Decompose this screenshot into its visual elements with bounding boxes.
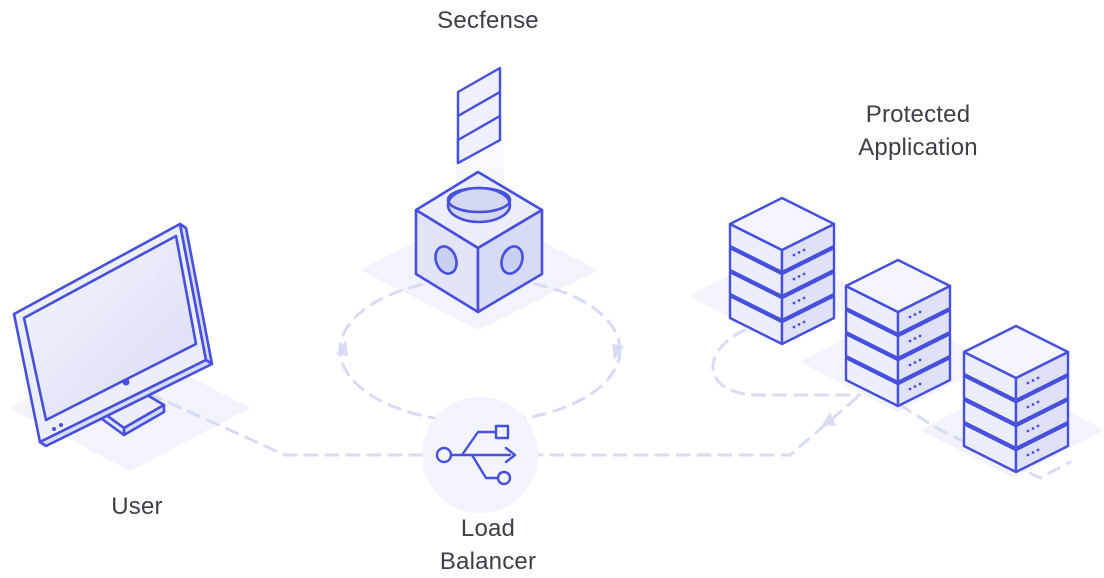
server-led [1036, 448, 1040, 452]
load-balancer-label: Load Balancer [388, 512, 588, 578]
server-led [797, 251, 801, 254]
server-led [802, 272, 806, 276]
arrow-left [336, 340, 348, 356]
cube-top-hole [446, 186, 512, 224]
usb-split-icon [435, 424, 517, 486]
server-led [802, 296, 806, 300]
cube-icon [414, 170, 544, 314]
server-led [1036, 376, 1040, 380]
server-led [908, 363, 912, 367]
server-led [802, 248, 806, 252]
server-led [1036, 400, 1040, 404]
server-led [918, 382, 922, 386]
server-led [1026, 405, 1030, 409]
protected-label-line1: Protected [865, 101, 971, 128]
arrow-right [612, 344, 624, 360]
server-led [802, 320, 806, 324]
server-led [918, 358, 922, 362]
protected-label-line2: Application [858, 134, 978, 161]
server-led [913, 361, 917, 364]
server-led [1036, 424, 1040, 428]
server-stack-1 [728, 196, 836, 346]
server-stack-2 [844, 258, 952, 408]
server-layer-top [844, 258, 952, 314]
server-stack-icon [728, 196, 1070, 474]
protected-application-label: Protected Application [818, 98, 1018, 164]
server-to-server-path [898, 403, 1072, 480]
server-led [792, 301, 796, 305]
lb-to-servers-path [528, 393, 862, 457]
server-layer-top [728, 196, 836, 252]
server-led [908, 315, 912, 319]
monitor-screen [22, 234, 198, 422]
server-led [797, 275, 801, 278]
server-led [797, 323, 801, 326]
server-led [1031, 427, 1035, 430]
lb-label-line2: Balancer [439, 548, 537, 575]
server-led [792, 253, 796, 257]
server-led [908, 339, 912, 343]
server-led [1026, 381, 1030, 385]
secfense-label: Secfense [437, 7, 539, 34]
server-led [918, 334, 922, 338]
server-led [792, 325, 796, 329]
secfense-logo-icon [456, 66, 502, 165]
server-led [792, 277, 796, 281]
server-stack-3 [962, 324, 1070, 474]
user-to-lb-path [148, 392, 442, 457]
server-led [913, 313, 917, 316]
server-led [918, 310, 922, 314]
lb-label-line1: Load [460, 515, 516, 542]
flow-arrows [336, 340, 836, 426]
server-led [913, 337, 917, 340]
server-led [1026, 453, 1030, 457]
monitor-camera [122, 378, 130, 386]
user-label: User [111, 493, 163, 520]
arrow-servers [822, 412, 836, 426]
load-balancer-node [422, 397, 538, 513]
server-led [1031, 451, 1035, 454]
server-led [1026, 429, 1030, 433]
server-led [1031, 379, 1035, 382]
monitor-icon [12, 222, 214, 448]
server-led [908, 387, 912, 391]
server-led [1031, 403, 1035, 406]
server-layer-top [962, 324, 1070, 380]
cube-right-hole [500, 245, 524, 275]
server-led [797, 299, 801, 302]
server-led [913, 385, 917, 388]
cube-left-hole [434, 245, 458, 275]
server-loop-path [711, 328, 862, 397]
